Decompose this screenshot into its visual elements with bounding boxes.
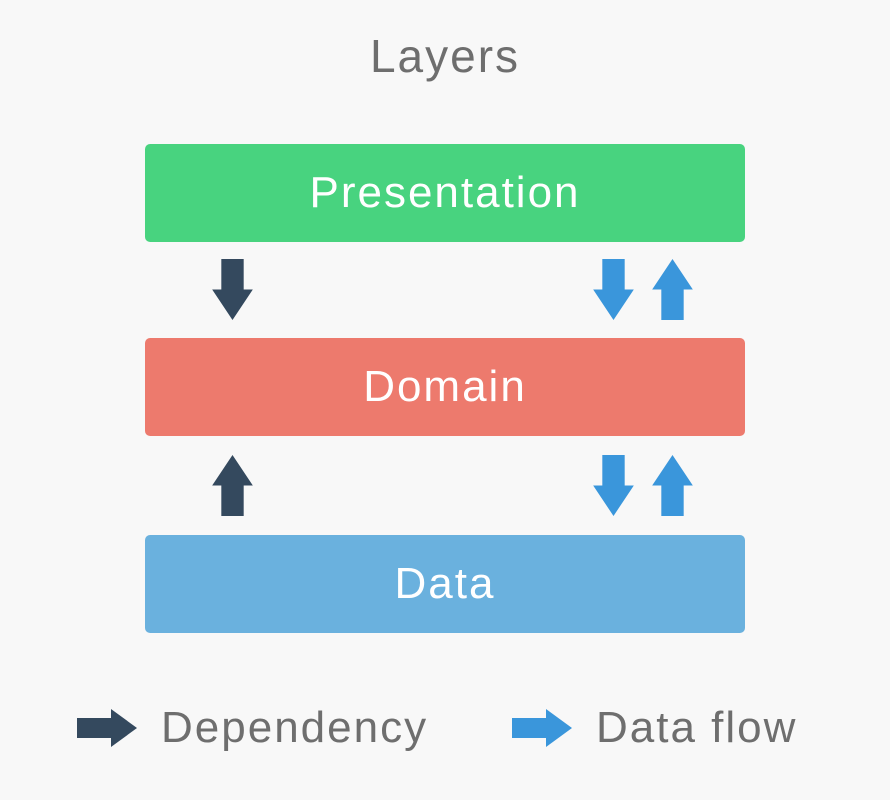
data-flow-up-arrow-shape	[652, 455, 693, 516]
data-flow-down-arrow-icon	[593, 455, 634, 516]
legend-label-dependency: Dependency	[161, 703, 429, 752]
dependency-right-arrow-icon	[77, 709, 137, 747]
data-flow-up-arrow-shape	[652, 259, 693, 320]
layer-box-presentation: Presentation	[145, 144, 745, 242]
legend-item-dependency: Dependency	[77, 702, 428, 754]
dependency-down-arrow-shape	[212, 259, 253, 320]
layer-label-presentation: Presentation	[309, 168, 581, 217]
legend-label-data-flow: Data flow	[596, 703, 798, 752]
layer-box-domain: Domain	[145, 338, 745, 436]
dependency-right-arrow-shape	[77, 709, 137, 747]
layer-label-data: Data	[394, 559, 496, 608]
data-flow-down-arrow-shape	[593, 259, 634, 320]
dependency-up-arrow-shape	[212, 455, 253, 516]
diagram-title: Layers	[369, 30, 521, 82]
layer-box-data: Data	[145, 535, 745, 633]
layer-label-domain: Domain	[363, 362, 527, 411]
data-flow-down-arrow-icon	[593, 259, 634, 320]
dependency-up-arrow-icon	[212, 455, 253, 516]
data-flow-up-arrow-icon	[652, 455, 693, 516]
data-flow-right-arrow-shape	[512, 709, 572, 747]
data-flow-up-arrow-icon	[652, 259, 693, 320]
data-flow-right-arrow-icon	[512, 709, 572, 747]
legend-item-data-flow: Data flow	[512, 702, 797, 754]
data-flow-down-arrow-shape	[593, 455, 634, 516]
dependency-down-arrow-icon	[212, 259, 253, 320]
